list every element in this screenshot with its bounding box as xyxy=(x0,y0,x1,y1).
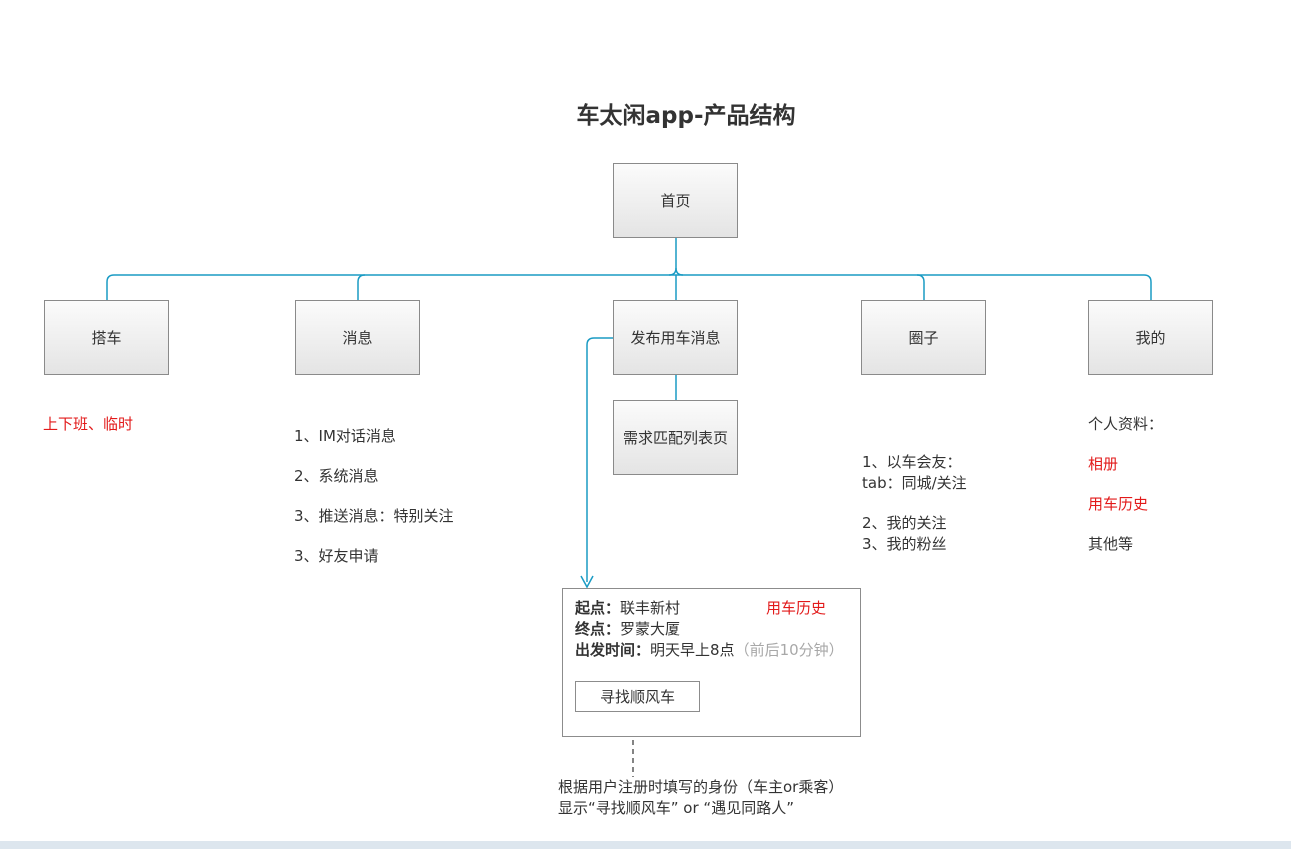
publish-form-panel: 起点：联丰新村 用车历史 终点：罗蒙大厦 出发时间：明天早上8点（前后10分钟）… xyxy=(562,588,861,737)
ride-note: 上下班、临时 xyxy=(43,415,134,433)
node-ride[interactable]: 搭车 xyxy=(44,300,169,375)
message-item: 2、系统消息 xyxy=(294,467,379,485)
footnote-line: 根据用户注册时填写的身份（车主or乘客） xyxy=(558,778,844,796)
node-mine-label: 我的 xyxy=(1135,329,1166,347)
connector-to-mine xyxy=(1143,274,1152,300)
node-publish-label: 发布用车消息 xyxy=(630,329,721,347)
page-title: 车太闲app-产品结构 xyxy=(576,103,796,129)
time-value[interactable]: 明天早上8点 xyxy=(650,641,735,659)
connector-home-stem-left xyxy=(668,267,677,276)
time-row: 出发时间：明天早上8点（前后10分钟） xyxy=(575,640,844,660)
circle-item: 2、我的关注 xyxy=(862,514,947,532)
start-label: 起点： xyxy=(575,599,621,617)
time-hint: （前后10分钟） xyxy=(734,641,844,659)
node-messages[interactable]: 消息 xyxy=(295,300,420,375)
connector-publish-to-form xyxy=(586,337,613,582)
connector-to-ride xyxy=(106,274,115,300)
end-value[interactable]: 罗蒙大厦 xyxy=(620,620,681,638)
mine-item-profile: 个人资料： xyxy=(1088,415,1164,433)
start-row: 起点：联丰新村 xyxy=(575,598,680,618)
node-circle-label: 圈子 xyxy=(908,329,939,347)
connector-to-messages xyxy=(357,274,366,300)
node-match-list-label: 需求匹配列表页 xyxy=(622,429,728,447)
node-messages-label: 消息 xyxy=(342,329,373,347)
circle-item: 3、我的粉丝 xyxy=(862,535,947,553)
end-row: 终点：罗蒙大厦 xyxy=(575,619,680,639)
time-label: 出发时间： xyxy=(575,641,651,659)
node-circle[interactable]: 圈子 xyxy=(861,300,986,375)
message-item: 3、推送消息：特别关注 xyxy=(294,507,454,525)
message-item: 1、IM对话消息 xyxy=(294,427,396,445)
node-publish[interactable]: 发布用车消息 xyxy=(613,300,738,375)
message-item: 3、好友申请 xyxy=(294,547,379,565)
node-ride-label: 搭车 xyxy=(91,329,122,347)
node-match-list[interactable]: 需求匹配列表页 xyxy=(613,400,738,475)
circle-item: tab：同城/关注 xyxy=(862,474,967,492)
node-home-label: 首页 xyxy=(660,192,691,210)
node-home[interactable]: 首页 xyxy=(613,163,738,238)
end-label: 终点： xyxy=(575,620,621,638)
arrowhead xyxy=(580,575,594,589)
start-value[interactable]: 联丰新村 xyxy=(620,599,681,617)
circle-item: 1、以车会友： xyxy=(862,453,962,471)
bottom-scroll-strip xyxy=(0,841,1291,849)
find-ride-button[interactable]: 寻找顺风车 xyxy=(575,681,700,712)
connector-home-stem xyxy=(675,238,684,276)
node-mine[interactable]: 我的 xyxy=(1088,300,1213,375)
mine-item-album[interactable]: 相册 xyxy=(1088,455,1119,473)
ride-history-link[interactable]: 用车历史 xyxy=(766,599,827,617)
connector-to-circle xyxy=(916,274,925,300)
mine-item-ride-history[interactable]: 用车历史 xyxy=(1088,495,1149,513)
footnote-line: 显示“寻找顺风车” or “遇见同路人” xyxy=(558,799,794,817)
mine-item-others: 其他等 xyxy=(1088,535,1134,553)
